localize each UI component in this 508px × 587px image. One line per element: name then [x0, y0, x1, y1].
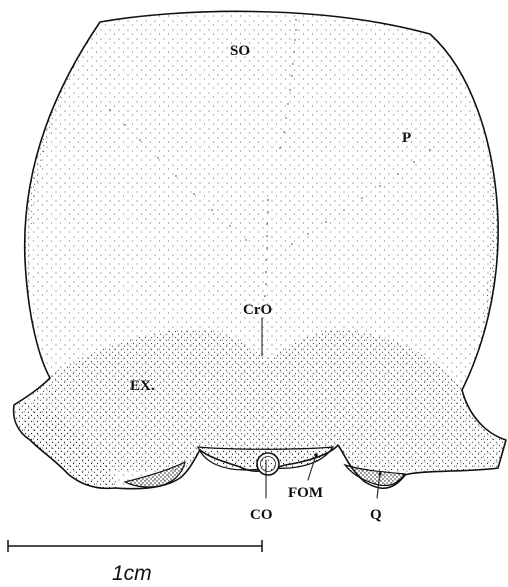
fom-leader-dot	[314, 453, 318, 457]
scale-bar-label: 1cm	[112, 562, 152, 585]
skull-body	[0, 0, 506, 490]
label-q: Q	[370, 507, 382, 523]
label-co: CO	[250, 507, 273, 523]
label-cro: CrO	[243, 302, 272, 318]
label-p: P	[402, 130, 411, 146]
label-fom: FOM	[288, 485, 323, 501]
label-ex: EX.	[130, 378, 155, 394]
label-so: SO	[230, 43, 250, 59]
occipital-condyle	[257, 453, 279, 475]
q-leader-dot	[378, 472, 381, 475]
scale-bar: 1cm	[8, 540, 262, 585]
